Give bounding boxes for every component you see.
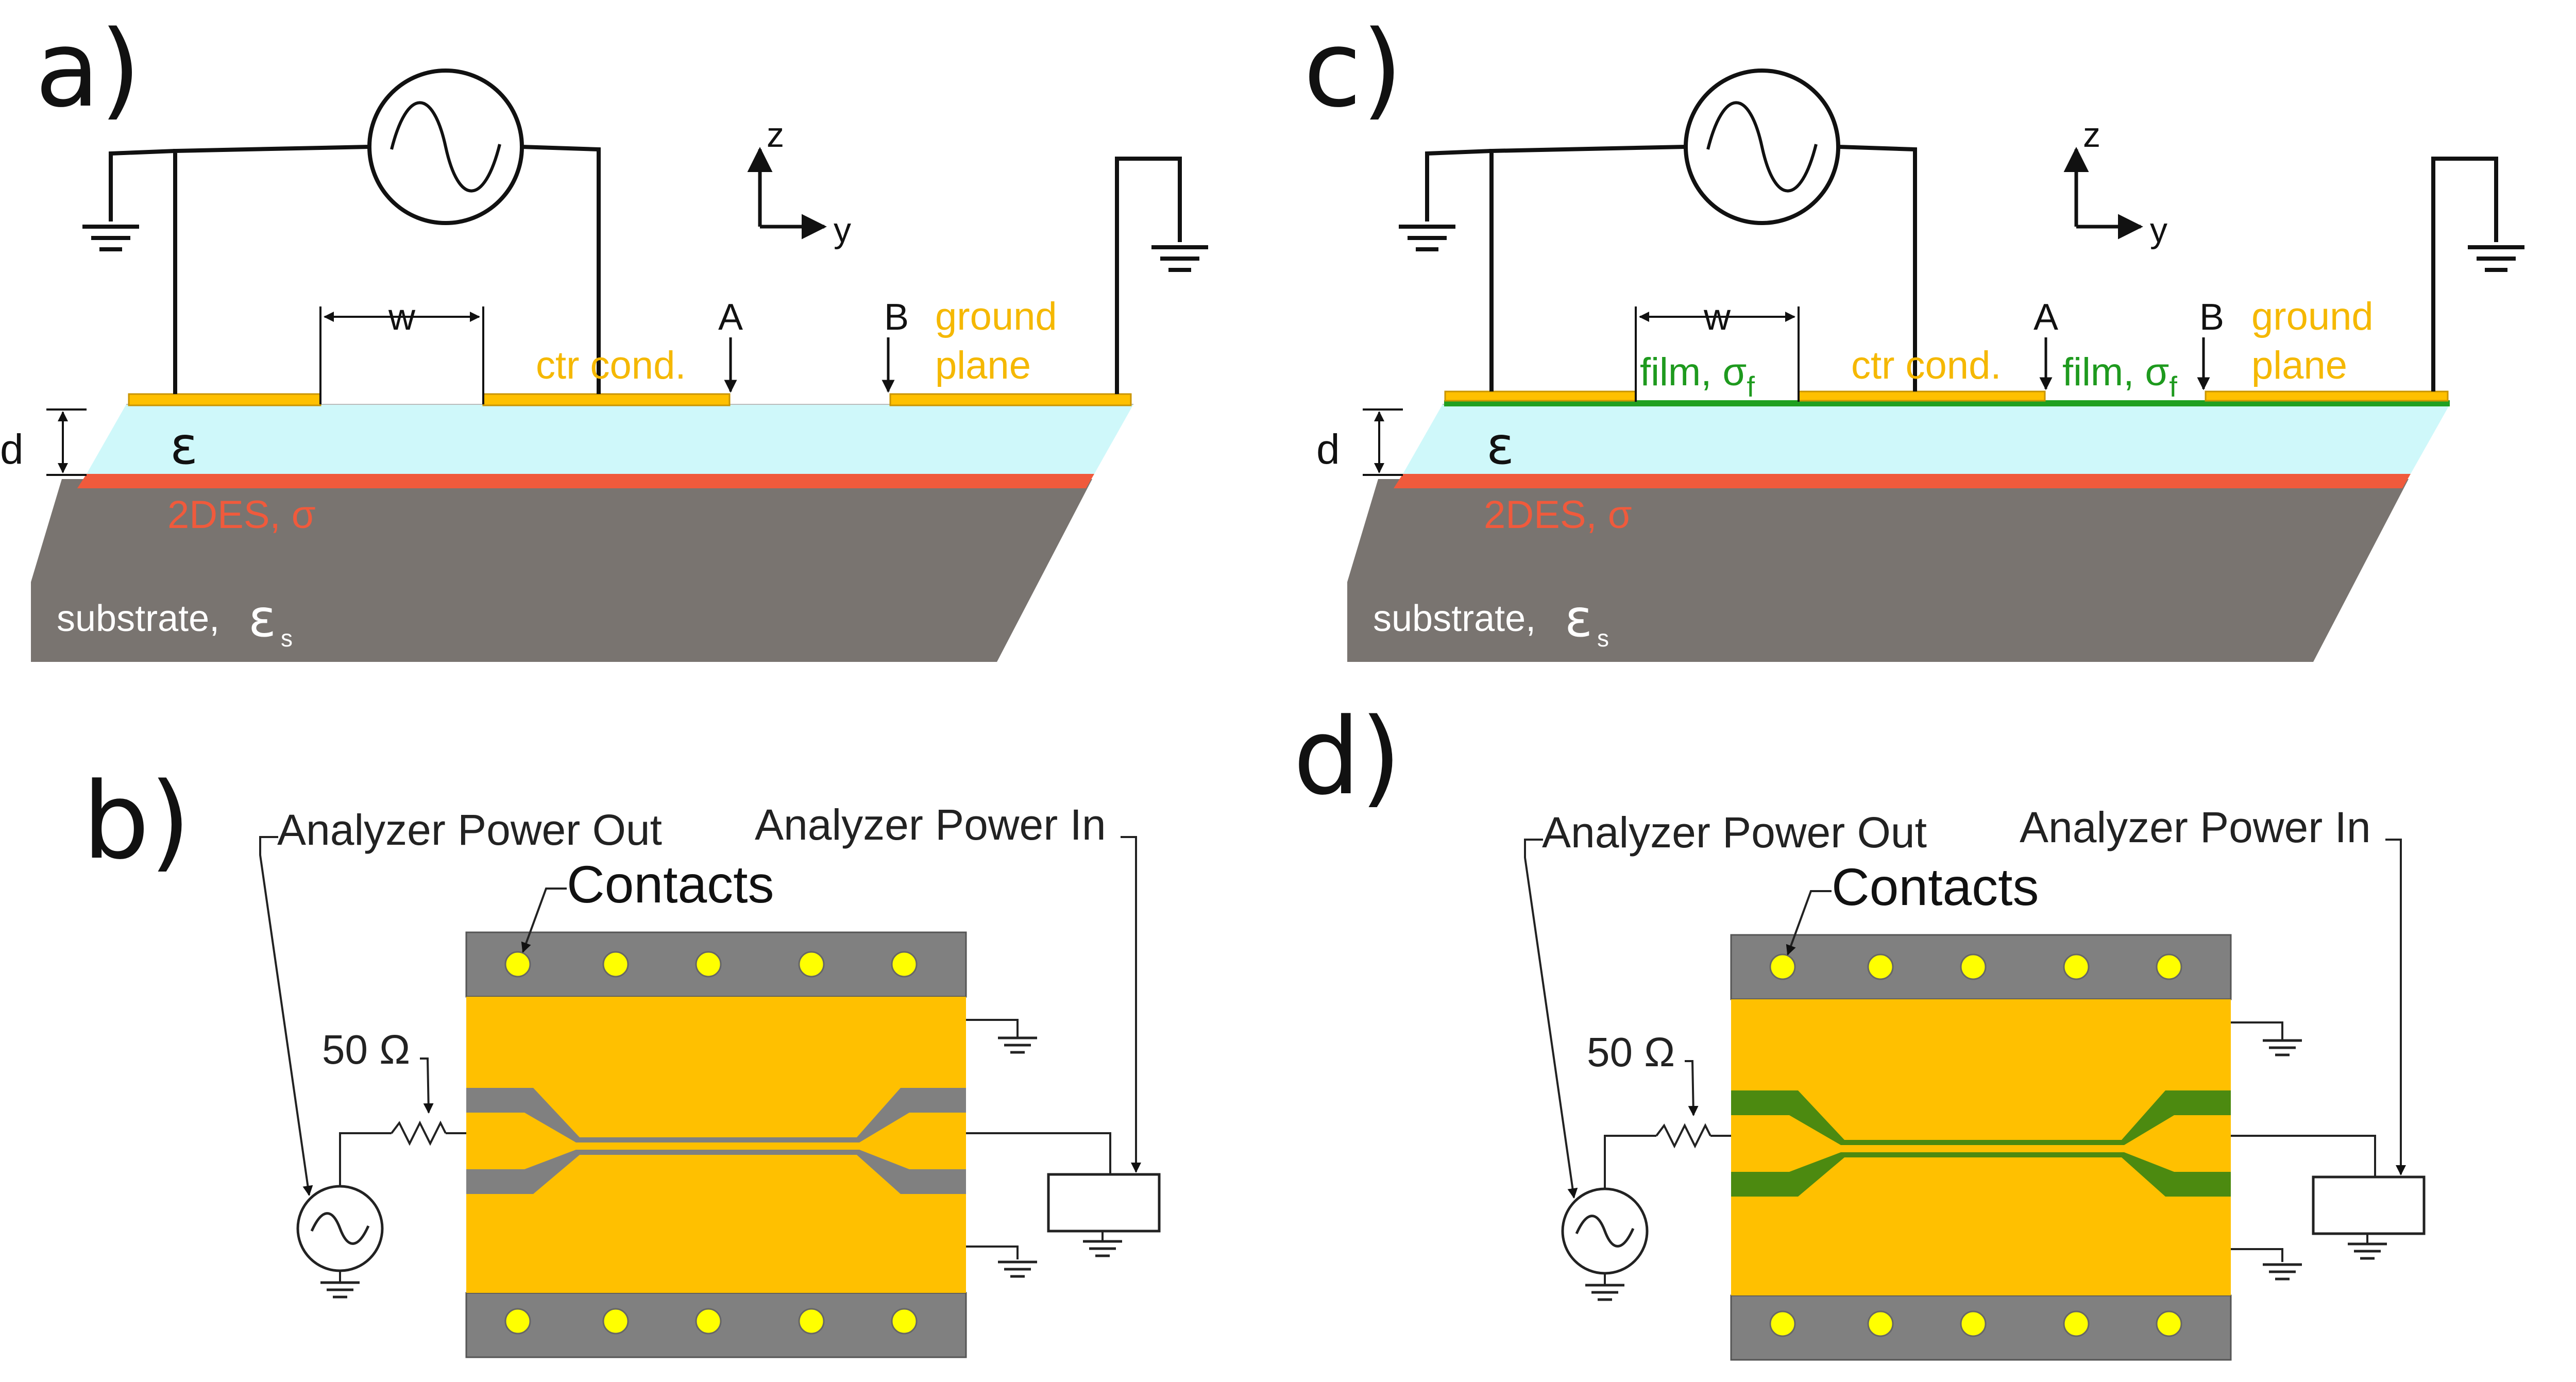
panel-d: d) Analyzer Power Out Analyzer Power In … (1293, 696, 2426, 1361)
right-ground-plane-strip (2205, 390, 2449, 402)
film-label-right: film, σf (2062, 350, 2177, 403)
left-ground-strip (128, 393, 321, 406)
ground-plane-label-line2: plane (2251, 344, 2347, 387)
panel-c: c) z y w A B film, σf ctr cond. film, σf… (1303, 8, 2524, 662)
contacts-label: Contacts (1832, 858, 2039, 916)
axis-y-label: y (2150, 211, 2167, 250)
panel-label-b: b) (82, 760, 191, 883)
substrate-label: substrate, (1373, 598, 1536, 639)
film-gap-upper (1731, 1090, 2231, 1145)
substrate-epsilon-label: ε (1565, 588, 1592, 649)
axis-z-label: z (767, 115, 784, 155)
w-label: w (1703, 297, 1731, 338)
ground-symbol-left (82, 227, 139, 249)
contacts-top (504, 951, 918, 978)
center-conductor-strip (482, 393, 731, 406)
d-label: d (1316, 426, 1340, 473)
contacts-top (1769, 953, 2182, 980)
point-a-label: A (718, 297, 743, 338)
contacts-label: Contacts (567, 855, 774, 914)
substrate-epsilon-label: ε (248, 588, 276, 649)
ground-plane-label-line1: ground (2251, 295, 2374, 338)
point-a-label: A (2033, 297, 2058, 338)
analyzer-input-box (2312, 1175, 2426, 1235)
analyzer-power-in-label: Analyzer Power In (755, 800, 1106, 849)
resistor-label: 50 Ω (322, 1027, 410, 1072)
analyzer-power-out-label: Analyzer Power Out (277, 806, 662, 854)
resistor-label: 50 Ω (1587, 1029, 1675, 1075)
cpw-gap-lower (466, 1150, 966, 1194)
w-label: w (388, 297, 416, 338)
ctr-cond-label: ctr cond. (536, 344, 686, 387)
panel-a: a) z y w A B ctr cond. ground plane d ε … (0, 8, 1208, 662)
substrate-label: substrate, (57, 598, 219, 639)
axis-z-label: z (2083, 115, 2100, 155)
ground-plane-label-line1: ground (935, 295, 1057, 338)
2des-label: 2DES, σ (167, 493, 316, 537)
ground-plane-label-line2: plane (935, 344, 1031, 387)
ctr-cond-label: ctr cond. (1851, 344, 2001, 387)
right-ground-plane-strip (889, 393, 1132, 406)
sample-board (1731, 999, 2231, 1295)
contacts-bottom (504, 1308, 918, 1335)
panel-label-a: a) (35, 8, 141, 131)
axis-y-label: y (834, 211, 851, 250)
point-b-label: B (2199, 297, 2224, 338)
panel-b: b) Analyzer Power Out Analyzer Power In … (82, 760, 1161, 1358)
analyzer-input-box (1047, 1173, 1161, 1233)
panel-label-c: c) (1303, 8, 1403, 131)
cpw-gap-upper (466, 1088, 966, 1142)
left-ground-strip (1444, 390, 1637, 402)
epsilon-label: ε (1486, 416, 1514, 476)
film-gap-lower (1731, 1152, 2231, 1197)
d-label: d (0, 426, 24, 473)
point-b-label: B (884, 297, 909, 338)
center-conductor-strip (1798, 390, 2046, 402)
ground-symbol-right (1151, 247, 1208, 270)
analyzer-power-in-label: Analyzer Power In (2020, 803, 2371, 851)
substrate-epsilon-subscript: s (1597, 625, 1609, 652)
contacts-bottom (1769, 1310, 2182, 1337)
panel-label-d: d) (1293, 696, 1401, 818)
2des-label: 2DES, σ (1484, 493, 1632, 537)
epsilon-label: ε (170, 416, 198, 476)
film-layer (1444, 400, 2450, 406)
analyzer-power-out-label: Analyzer Power Out (1542, 808, 1927, 857)
ground-symbol-right (2468, 247, 2524, 270)
film-label-left: film, σf (1640, 350, 1755, 403)
substrate-epsilon-subscript: s (281, 625, 293, 652)
sample-board (466, 997, 966, 1293)
ground-symbol-left (1399, 227, 1455, 249)
